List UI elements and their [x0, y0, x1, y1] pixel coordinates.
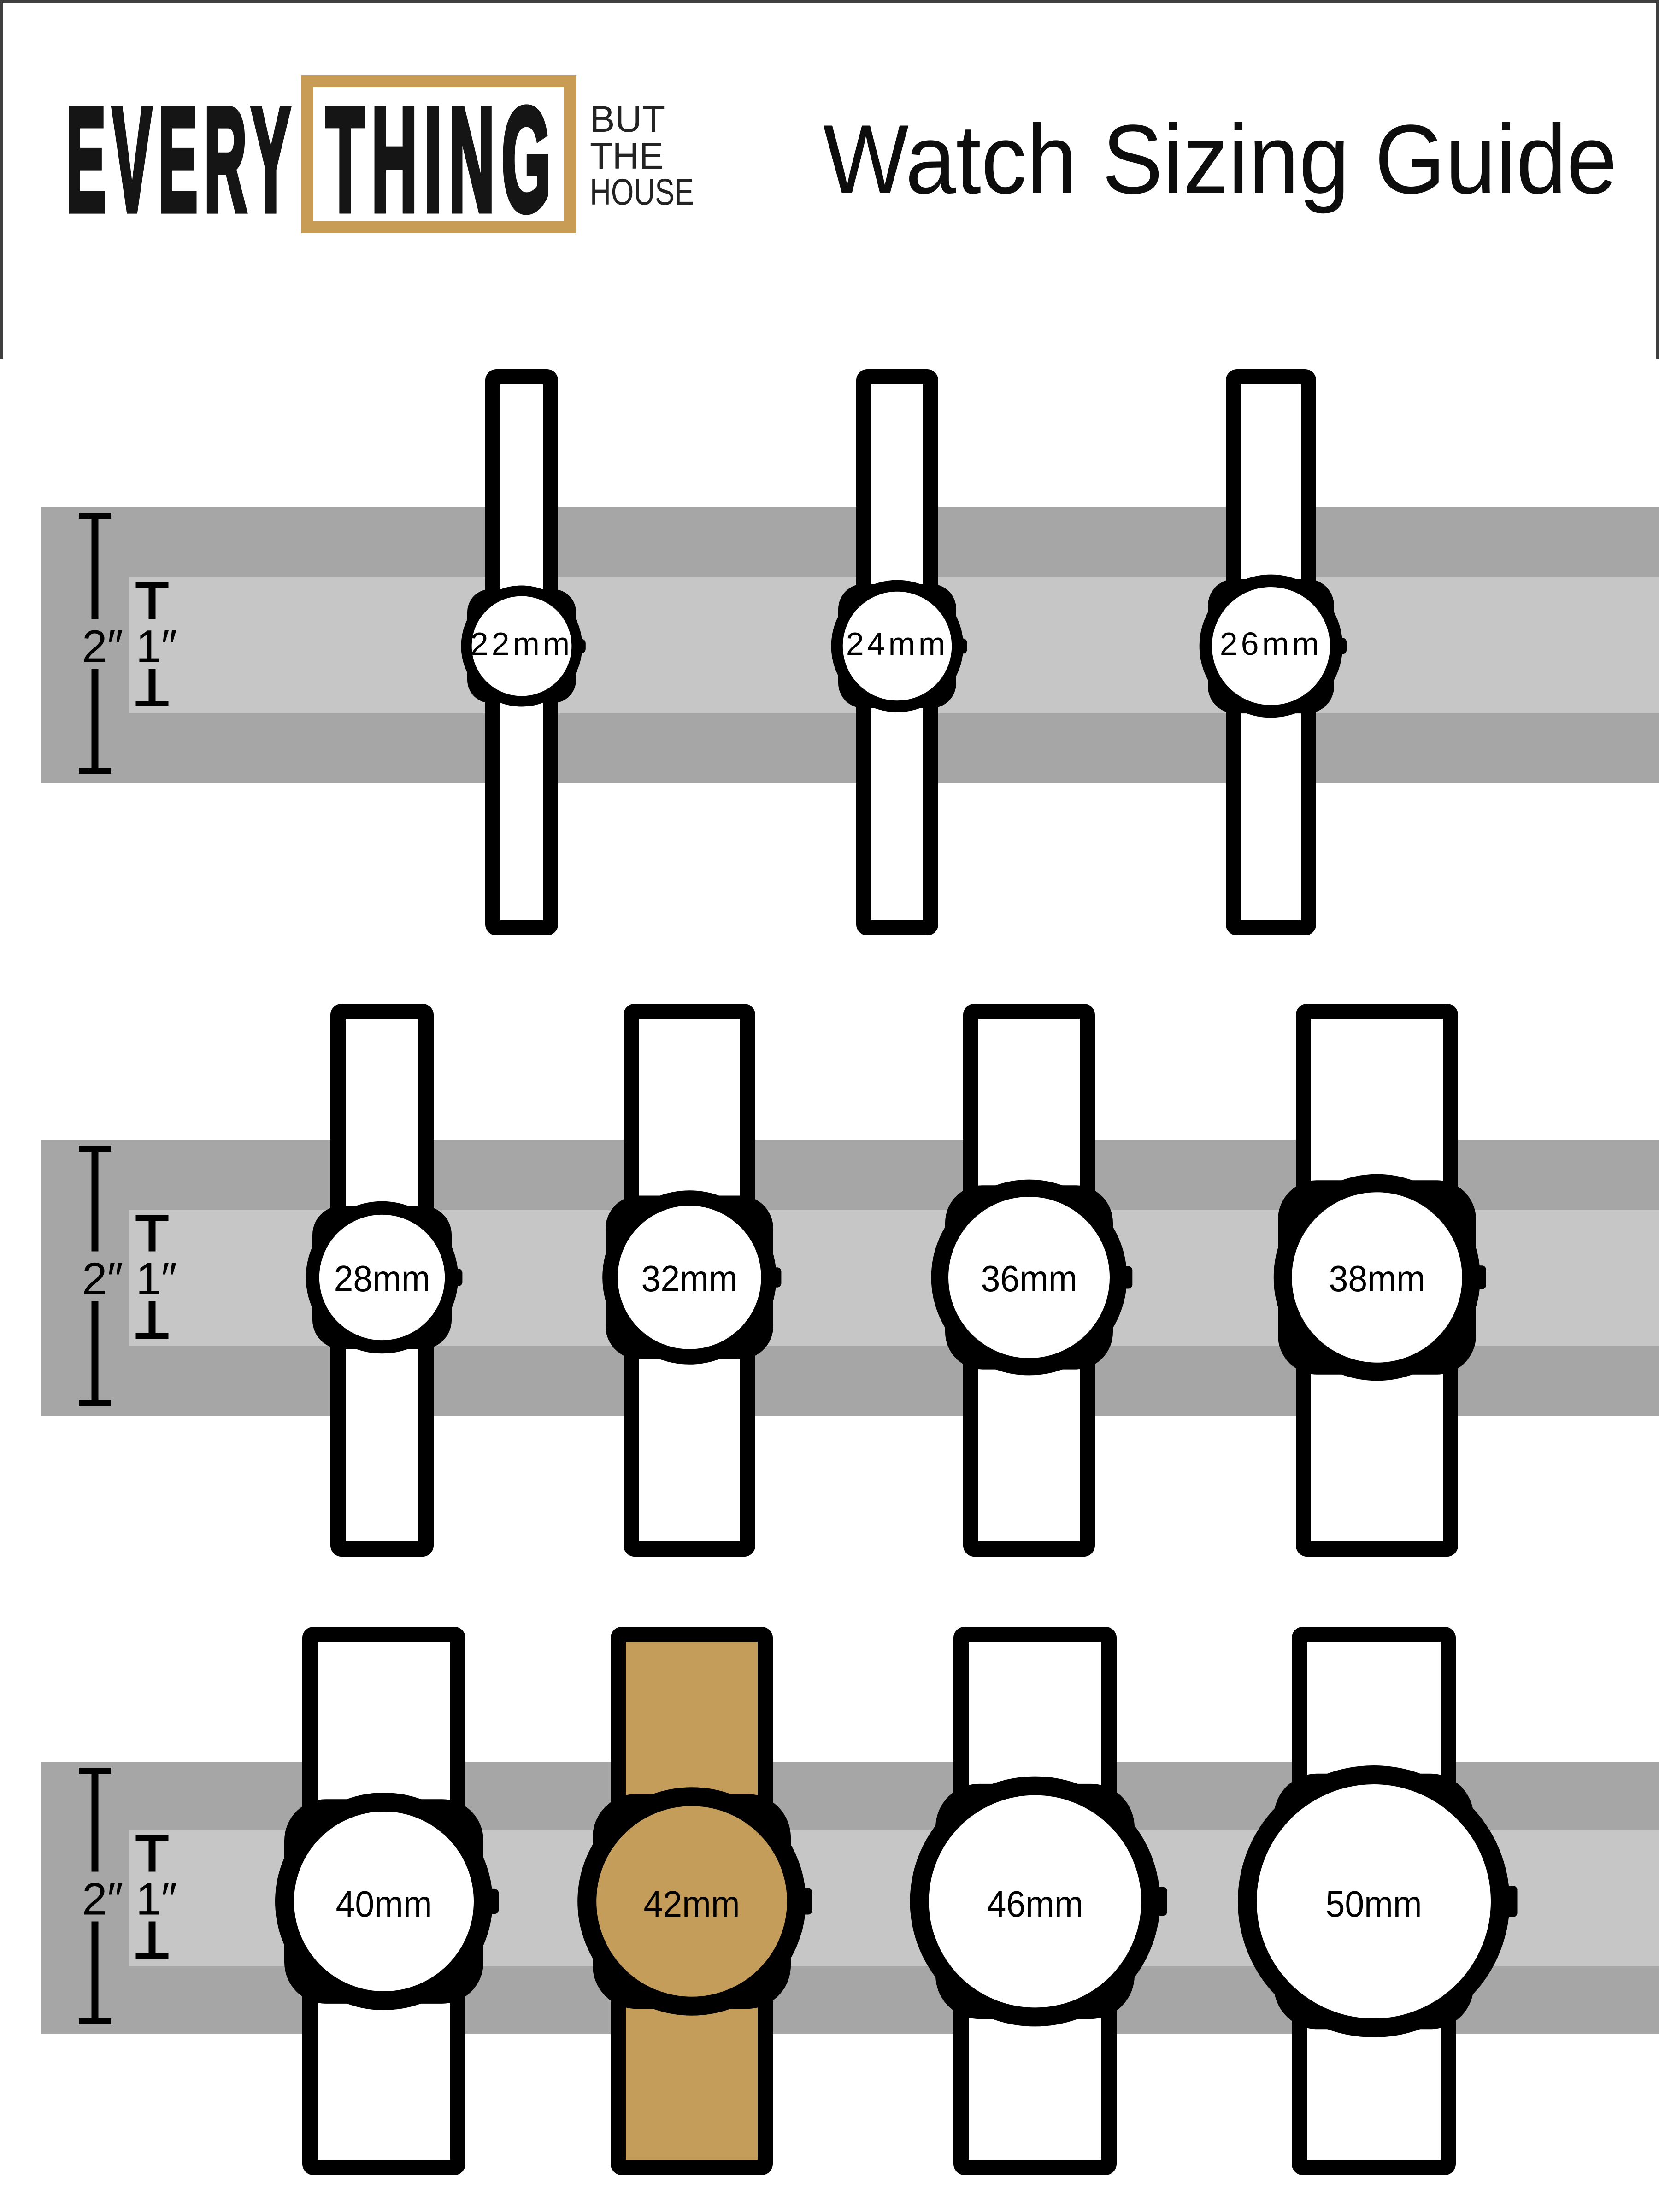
svg-text:50mm: 50mm — [1326, 1883, 1422, 1924]
svg-text:Watch Sizing Guide: Watch Sizing Guide — [823, 105, 1617, 214]
svg-text:40mm: 40mm — [336, 1883, 432, 1924]
svg-text:32mm: 32mm — [641, 1258, 738, 1299]
svg-text:24mm: 24mm — [846, 626, 948, 662]
svg-text:46mm: 46mm — [987, 1883, 1083, 1924]
svg-text:2″: 2″ — [82, 621, 123, 671]
svg-text:BUT: BUT — [590, 99, 665, 140]
svg-text:42mm: 42mm — [644, 1883, 740, 1924]
svg-text:22mm: 22mm — [471, 626, 573, 662]
svg-text:EVERY: EVERY — [66, 77, 297, 242]
svg-text:2″: 2″ — [82, 1253, 123, 1304]
svg-text:THING: THING — [326, 77, 558, 242]
svg-text:HOUSE: HOUSE — [590, 171, 694, 213]
svg-text:2″: 2″ — [82, 1874, 123, 1924]
svg-text:1″: 1″ — [136, 621, 177, 671]
svg-text:26mm: 26mm — [1220, 626, 1322, 662]
svg-text:38mm: 38mm — [1329, 1258, 1425, 1299]
svg-text:36mm: 36mm — [981, 1258, 1077, 1299]
svg-text:1″: 1″ — [136, 1253, 177, 1304]
svg-text:28mm: 28mm — [334, 1258, 430, 1299]
svg-text:THE: THE — [590, 135, 664, 177]
svg-text:1″: 1″ — [136, 1874, 177, 1924]
